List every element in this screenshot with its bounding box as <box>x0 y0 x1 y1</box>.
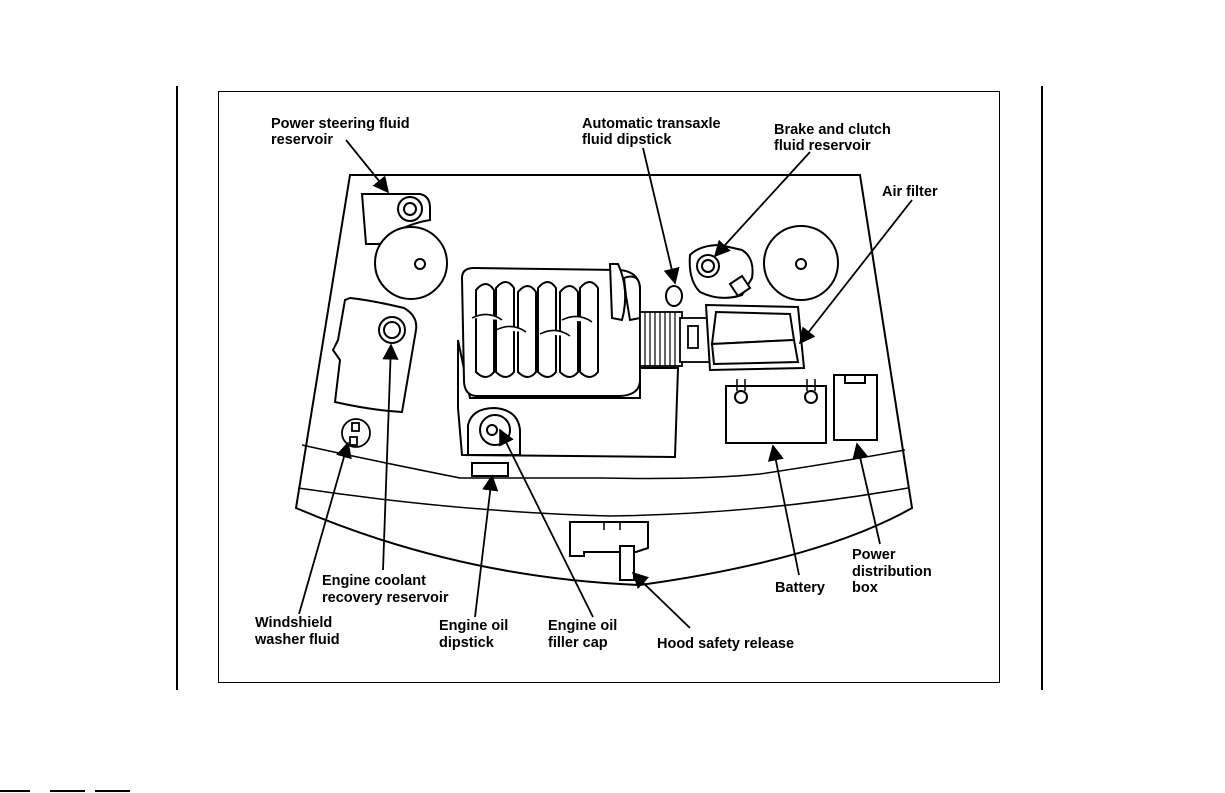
footer-mark <box>0 790 30 792</box>
label-windshield: Windshield washer fluid <box>254 615 340 648</box>
footer-mark <box>95 790 130 792</box>
transaxle-dipstick-ring <box>666 286 682 306</box>
label-power-distribution: Power distribution box <box>852 547 936 596</box>
washer-cap-shape <box>342 419 370 447</box>
oil-dipstick-handle <box>472 463 508 476</box>
label-brake-clutch: Brake and clutch fluid reservoir <box>774 122 895 154</box>
label-hood-release: Hood safety release <box>657 636 794 652</box>
power-distribution-box-shape <box>834 375 877 440</box>
footer-mark <box>50 790 85 792</box>
label-transaxle: Automatic transaxle fluid dipstick <box>582 116 725 148</box>
label-oil-filler: Engine oil filler cap <box>548 618 621 651</box>
label-power-steering: Power steering fluid reservoir <box>271 116 414 148</box>
label-engine-coolant: Engine coolant recovery reservoir <box>322 573 449 606</box>
label-battery: Battery <box>775 580 825 596</box>
label-air-filter: Air filter <box>882 184 938 200</box>
label-oil-dipstick: Engine oil dipstick <box>439 618 512 651</box>
oil-filler-cap-shape <box>468 408 520 455</box>
coolant-reservoir-shape <box>333 298 416 412</box>
intake-hose-shape <box>640 312 710 366</box>
brake-reservoir-shape <box>690 245 753 298</box>
battery-shape <box>726 379 826 443</box>
air-filter-shape <box>706 305 804 370</box>
right-pulley-shape <box>764 226 838 300</box>
left-pulley-shape <box>375 227 447 299</box>
